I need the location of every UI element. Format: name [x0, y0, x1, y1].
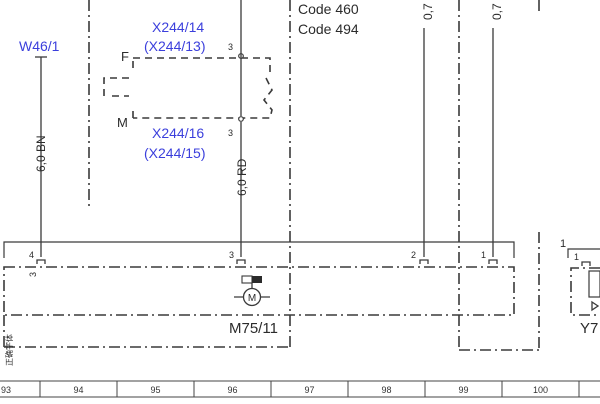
terminal-side-bracket — [103, 77, 129, 97]
code-494-label: Code 494 — [298, 21, 359, 37]
connector-top-label-alt: (X244/13) — [144, 38, 205, 54]
right-component-box — [570, 267, 600, 316]
pin-contact-4 — [36, 259, 46, 264]
right-component-body — [588, 270, 600, 298]
pin-2: 2 — [411, 250, 416, 260]
pin-3: 3 — [229, 250, 234, 260]
pin-1-right-inner: 1 — [574, 252, 579, 262]
ruler-label: 96 — [227, 385, 237, 395]
motor-indicator-a — [241, 275, 253, 284]
ruler-label: 99 — [458, 385, 468, 395]
ruler-label: 100 — [533, 385, 548, 395]
terminal-dashed-box — [132, 57, 273, 119]
pin-1: 1 — [481, 250, 486, 260]
wire-07-a-label: 0,7 — [421, 3, 435, 20]
wire-rd-label: 6,0 RD — [235, 158, 249, 196]
right-diode-icon — [591, 300, 600, 312]
pin-3-inner: 3 — [28, 272, 38, 277]
connector-frame — [3, 241, 515, 258]
wire-bn-label: 6,0 BN — [34, 135, 48, 172]
pin-top-b: 3 — [228, 128, 233, 138]
connector-bottom-label: X244/16 — [152, 125, 204, 141]
motor-icon — [242, 287, 262, 307]
terminal-m-label: M — [117, 115, 128, 130]
component-right-label: Y7 — [580, 320, 598, 337]
vertical-note: 正确字体 — [4, 334, 14, 366]
ruler-label: 95 — [150, 385, 160, 395]
right-pin-contact — [581, 261, 591, 266]
connector-top-label: X244/14 — [152, 19, 204, 35]
pin-1-right: 1 — [560, 238, 566, 250]
ruler-label: 97 — [304, 385, 314, 395]
ruler-ticks — [39, 381, 580, 397]
ruler-labels: 93 94 95 96 97 98 99 100 — [1, 385, 548, 395]
ruler-label: 98 — [381, 385, 391, 395]
pin-contact-1 — [488, 259, 498, 264]
pin-contact-3 — [236, 259, 246, 264]
pin-contact-2 — [419, 259, 429, 264]
pin-4: 4 — [29, 250, 34, 260]
ruler-label: 93 — [1, 385, 11, 395]
motor-symbol-label: M — [248, 293, 256, 304]
terminal-f-label: F — [121, 49, 129, 64]
connector-bottom-dot — [238, 116, 244, 122]
wire-07-b-label: 0,7 — [490, 3, 504, 20]
motor-indicator-b — [252, 276, 262, 283]
ground-point-label: W46/1 — [19, 38, 60, 54]
ruler-label: 94 — [73, 385, 83, 395]
component-dashed-box — [3, 266, 515, 316]
pin-top-a: 3 — [228, 42, 233, 52]
right-connector-frame — [567, 248, 600, 258]
code-460-label: Code 460 — [298, 1, 359, 17]
connector-bottom-label-alt: (X244/15) — [144, 145, 205, 161]
component-label: M75/11 — [229, 320, 278, 337]
